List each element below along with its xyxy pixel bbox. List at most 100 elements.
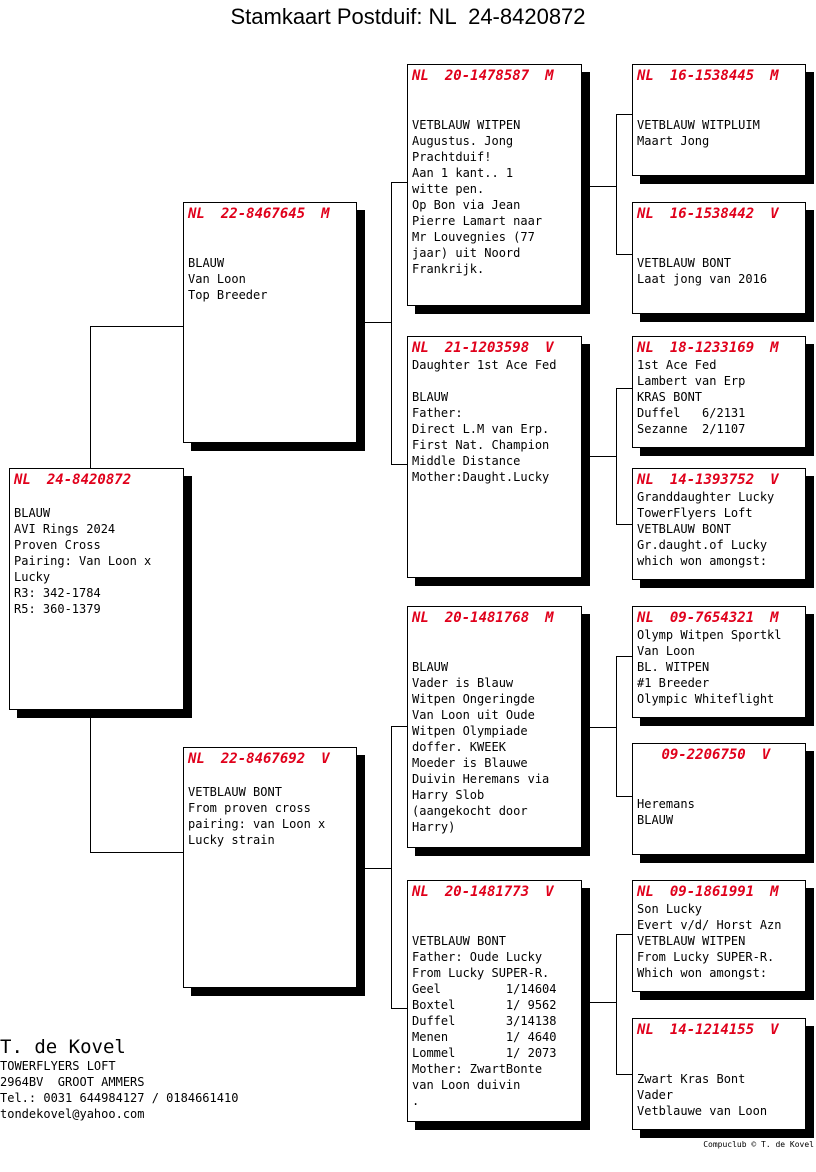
page-title: Stamkaart Postduif: NL 24-8420872 bbox=[230, 4, 586, 29]
ring-id: 09-2206750 bbox=[661, 747, 746, 763]
ring-id: 20-1481773 bbox=[444, 884, 530, 900]
pigeon-info-line: R3: 342-1784 bbox=[14, 586, 101, 600]
owner-block: T. de Kovel TOWERFLYERS LOFT 2964BV GROO… bbox=[0, 1036, 238, 1122]
connector-line bbox=[356, 322, 391, 323]
owner-phone: Tel.: 0031 644984127 / 0184661410 bbox=[0, 1091, 239, 1105]
pigeon-info-line: Son Lucky bbox=[637, 902, 703, 916]
pigeon-info-line: VETBLAUW WITPLUIM bbox=[637, 118, 760, 132]
pigeon-info-line: witte pen. bbox=[412, 182, 485, 196]
pigeon-info-line: Van Loon bbox=[188, 272, 246, 286]
connector-line bbox=[616, 934, 632, 935]
connector-line bbox=[391, 726, 392, 1008]
connector-line bbox=[582, 186, 616, 187]
connector-line bbox=[616, 388, 617, 524]
pigeon-info-line: Mother:Daught.Lucky bbox=[412, 470, 550, 484]
pigeon-info-line: Van Loon bbox=[637, 644, 695, 658]
pigeon-info-line bbox=[412, 643, 577, 659]
pigeon-info-line: Daughter 1st Ace Fed bbox=[412, 358, 557, 372]
ring-number: 09-2206750 V bbox=[637, 746, 801, 764]
connector-line bbox=[616, 934, 617, 1074]
pigeon-info-line: Laat jong van 2016 bbox=[637, 272, 768, 286]
ring-country: NL bbox=[637, 340, 654, 356]
connector-line bbox=[616, 524, 632, 525]
pigeon-info-line: Mr Louvegnies (77 bbox=[412, 230, 535, 244]
pigeon-info-line: Pierre Lamart naar bbox=[412, 214, 543, 228]
connector-line bbox=[582, 456, 616, 457]
pigeon-info-line: Which won amongst: bbox=[637, 966, 768, 980]
pigeon-info-line: BLAUW bbox=[412, 660, 449, 674]
pigeon-info-line: Prachtduif! bbox=[412, 150, 492, 164]
pigeon-info-line bbox=[412, 627, 577, 643]
pigeon-info-line: Mother: ZwartBonte bbox=[412, 1062, 543, 1076]
pigeon-info-line: KRAS BONT bbox=[637, 390, 703, 404]
ring-country: NL bbox=[412, 610, 429, 626]
pigeon-info-line bbox=[412, 901, 577, 917]
ring-country: NL bbox=[412, 884, 429, 900]
pigeon-info-line: van Loon duivin bbox=[412, 1078, 521, 1092]
pigeon-info-line bbox=[14, 489, 179, 505]
ring-id: 22-8467645 bbox=[220, 206, 306, 222]
pigeon-info-line: (aangekocht door bbox=[412, 804, 528, 818]
ring-id: 14-1393752 bbox=[669, 472, 755, 488]
ring-country: NL bbox=[637, 884, 654, 900]
connector-line bbox=[616, 1074, 632, 1075]
connector-line bbox=[391, 182, 407, 183]
owner-email: tondekovel@yahoo.com bbox=[0, 1107, 145, 1121]
pigeon-info-line bbox=[188, 223, 352, 239]
pigeon-info-line bbox=[412, 373, 577, 389]
pigeon-info-line bbox=[188, 768, 352, 784]
ring-sex: M bbox=[321, 206, 330, 222]
credit-text: Compuclub © T. de Kovel bbox=[703, 1140, 814, 1149]
pigeon-info-line: AVI Rings 2024 bbox=[14, 522, 116, 536]
ring-country: NL bbox=[637, 472, 654, 488]
pigeon-info-line: From Lucky SUPER-R. bbox=[412, 966, 550, 980]
pigeon-info-line: Heremans bbox=[637, 797, 695, 811]
connector-line bbox=[90, 326, 183, 327]
pigeon-info-line: Van Loon uit Oude bbox=[412, 708, 535, 722]
ring-id: 14-1214155 bbox=[669, 1022, 755, 1038]
connector-line bbox=[90, 710, 91, 852]
pigeon-info-line bbox=[637, 85, 801, 101]
ring-country: NL bbox=[637, 1022, 654, 1038]
connector-line bbox=[391, 726, 407, 727]
ring-country: NL bbox=[412, 340, 429, 356]
pigeon-info-line bbox=[637, 101, 801, 117]
pigeon-info-line: Father: Oude Lucky bbox=[412, 950, 543, 964]
connector-line bbox=[90, 326, 91, 468]
ring-sex: V bbox=[761, 747, 771, 763]
pigeon-info-line: Duivin Heremans via bbox=[412, 772, 550, 786]
pigeon-info-line: #1 Breeder bbox=[637, 676, 710, 690]
pigeon-info-line: Vader is Blauw bbox=[412, 676, 514, 690]
ring-sex: V bbox=[321, 751, 330, 767]
pigeon-info-line: . bbox=[412, 1094, 420, 1108]
pigeon-info-line: Harry) bbox=[412, 820, 456, 834]
pigeon-info-line: which won amongst: bbox=[637, 554, 768, 568]
pigeon-info-line: Lambert van Erp bbox=[637, 374, 746, 388]
ring-sex: M bbox=[770, 340, 779, 356]
ring-country: NL bbox=[188, 751, 205, 767]
pigeon-info-line: Father: bbox=[412, 406, 463, 420]
connector-line bbox=[391, 182, 392, 464]
ring-country: NL bbox=[412, 68, 429, 84]
pigeon-info-line: From Lucky SUPER-R. bbox=[637, 950, 775, 964]
pigeon-info-line: VETBLAUW WITPEN bbox=[637, 934, 746, 948]
